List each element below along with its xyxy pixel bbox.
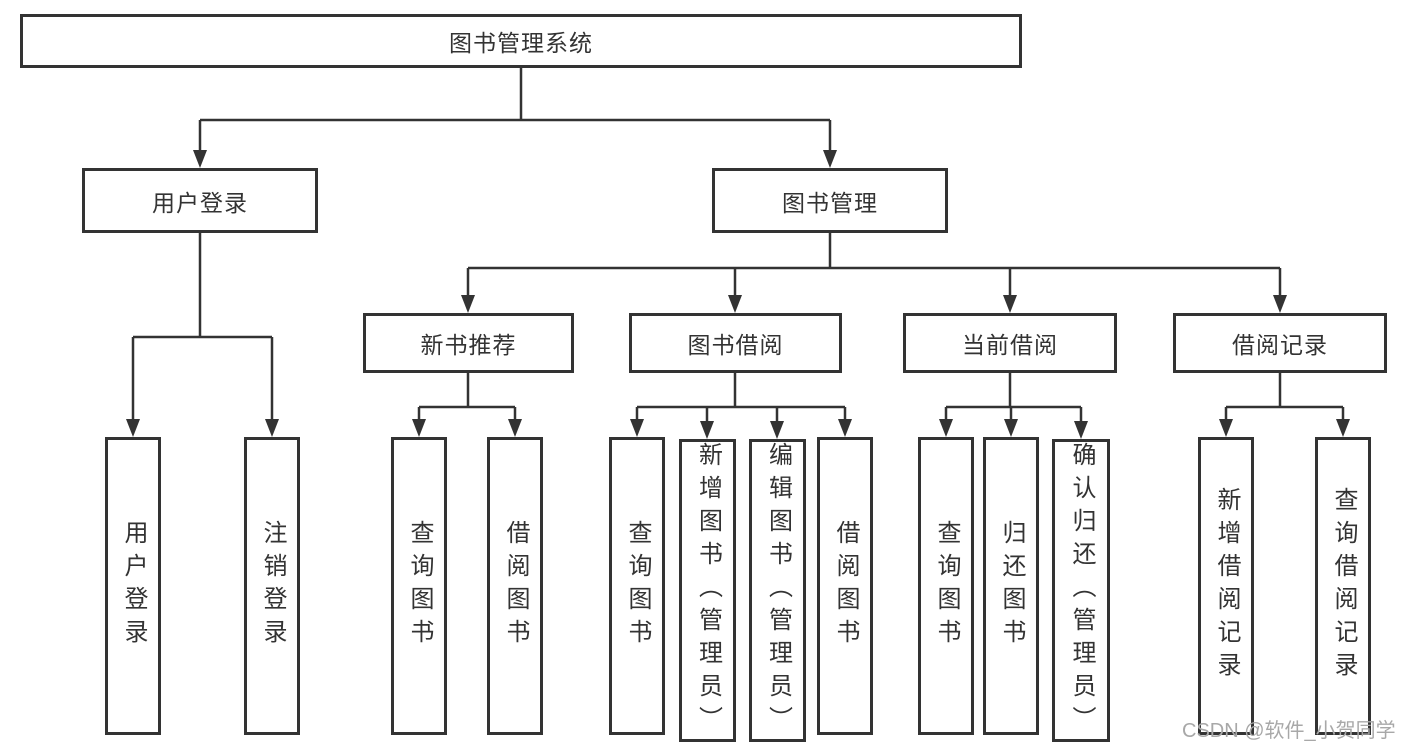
leaf-add-books-admin: 新增图书（管理员） [679, 439, 736, 742]
leaf-query-books-2: 查询图书 [609, 437, 665, 735]
leaf-query-books-1: 查询图书 [391, 437, 447, 735]
node-label: 借阅图书 [502, 520, 529, 652]
node-label: 查询图书 [933, 520, 960, 652]
node-label: 新增图书（管理员） [694, 442, 722, 739]
node-label: 图书管理系统 [449, 30, 593, 56]
node-label: 借阅图书 [832, 520, 859, 652]
node-borrowing-records: 借阅记录 [1173, 313, 1387, 373]
leaf-add-borrow-record: 新增借阅记录 [1198, 437, 1254, 735]
leaf-return-books: 归还图书 [983, 437, 1039, 735]
node-label: 注销登录 [259, 520, 286, 652]
node-label: 新书推荐 [420, 332, 517, 358]
leaf-confirm-return-admin: 确认归还（管理员） [1052, 439, 1110, 742]
node-label: 当前借阅 [962, 332, 1058, 358]
node-label: 用户登录 [152, 189, 248, 216]
node-book-management: 图书管理 [712, 168, 948, 233]
leaf-query-borrow-record: 查询借阅记录 [1315, 437, 1371, 735]
leaf-edit-books-admin: 编辑图书（管理员） [749, 439, 806, 742]
node-label: 查询借阅记录 [1330, 487, 1357, 685]
node-new-book-recommendation: 新书推荐 [363, 313, 574, 373]
node-label: 查询图书 [624, 520, 651, 652]
csdn-watermark: CSDN @软件_小贺同学 [1182, 720, 1396, 742]
leaf-borrow-books-2: 借阅图书 [817, 437, 873, 735]
leaf-logout: 注销登录 [244, 437, 300, 735]
node-label: 用户登录 [120, 520, 147, 652]
node-label: 确认归还（管理员） [1068, 442, 1095, 739]
node-current-borrowing: 当前借阅 [903, 313, 1117, 373]
leaf-query-books-3: 查询图书 [918, 437, 974, 735]
node-user-login: 用户登录 [82, 168, 318, 233]
node-label: 图书管理 [782, 189, 878, 216]
node-label: 查询图书 [406, 520, 433, 652]
node-book-borrowing: 图书借阅 [629, 313, 842, 373]
node-label: 归还图书 [998, 520, 1025, 652]
leaf-borrow-books-1: 借阅图书 [487, 437, 543, 735]
node-label: 编辑图书（管理员） [764, 442, 792, 739]
node-label: 图书借阅 [687, 332, 784, 358]
node-label: 新增借阅记录 [1213, 487, 1240, 685]
leaf-user-login: 用户登录 [105, 437, 161, 735]
node-library-management-system: 图书管理系统 [20, 14, 1022, 68]
node-label: 借阅记录 [1232, 332, 1328, 358]
